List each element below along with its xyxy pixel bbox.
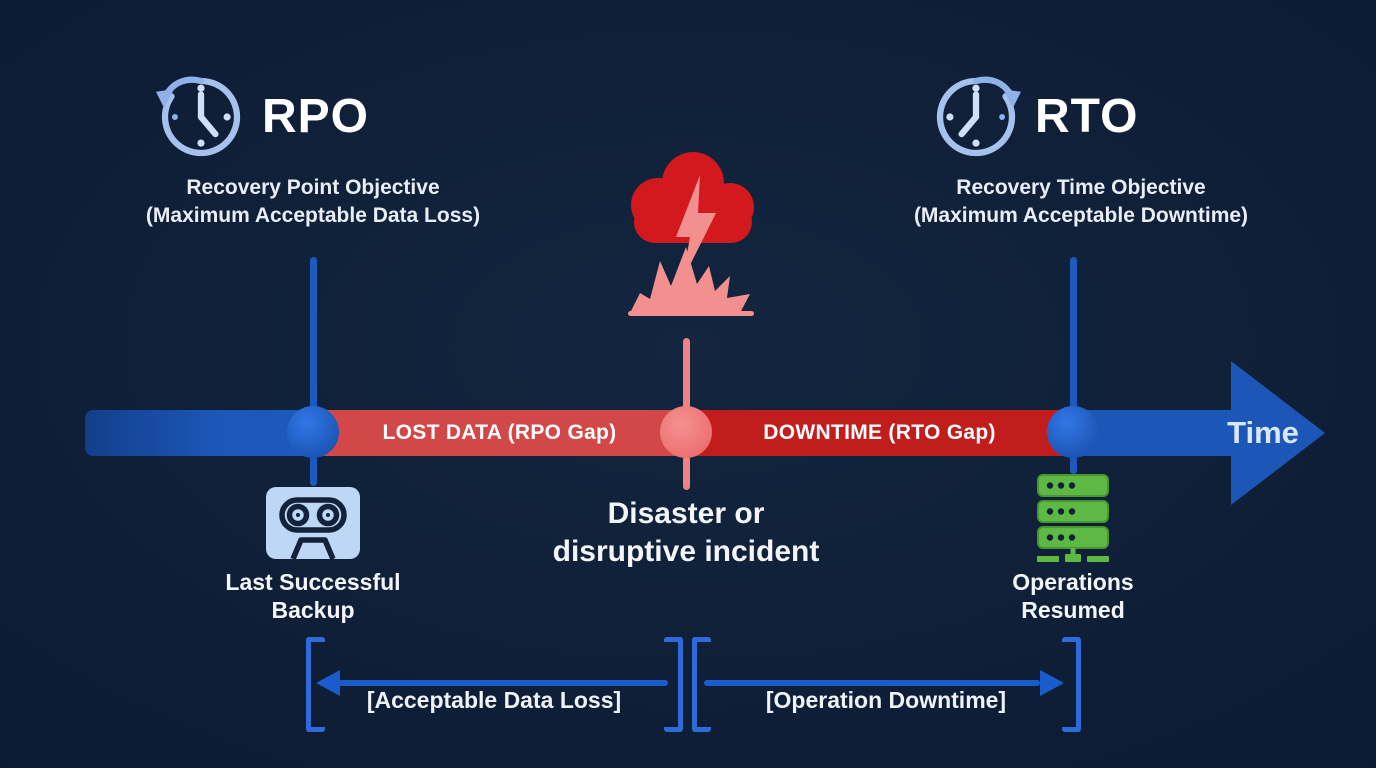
backup-tape-icon — [266, 487, 360, 560]
timeline-segment-lost-data: LOST DATA (RPO Gap) — [313, 410, 686, 456]
rto-connector-line-bottom — [1070, 456, 1077, 474]
backup-label: Last Successful Backup — [203, 568, 423, 624]
measure-bracket-backup — [306, 637, 325, 732]
rpo-connector-line-top — [310, 257, 317, 409]
rto-subtitle: Recovery Time Objective (Maximum Accepta… — [871, 174, 1291, 230]
clockwise-clock-icon — [936, 76, 1021, 157]
resumed-label-line2: Resumed — [1021, 597, 1125, 623]
rpo-connector-line-bottom — [310, 456, 317, 486]
downtime-label: DOWNTIME (RTO Gap) — [763, 421, 996, 444]
backup-label-line2: Backup — [271, 597, 355, 623]
disaster-label: Disaster or disruptive incident — [521, 495, 851, 571]
time-arrowhead — [1231, 361, 1325, 505]
timeline-segment-after-recovery — [1073, 410, 1231, 456]
timeline-segment-downtime: DOWNTIME (RTO Gap) — [686, 410, 1073, 456]
operation-downtime-label: [Operation Downtime] — [765, 687, 1007, 713]
data-loss-arrow-line — [338, 680, 668, 686]
rto-title: RTO — [1035, 90, 1139, 143]
rto-subtitle-line1: Recovery Time Objective — [956, 176, 1206, 199]
data-loss-arrowhead — [316, 670, 340, 696]
recovery-node — [1047, 406, 1099, 458]
server-stack-icon — [1037, 474, 1109, 562]
lost-data-label: LOST DATA (RPO Gap) — [382, 421, 617, 444]
measure-bracket-disaster-right — [692, 637, 711, 732]
resumed-label-line1: Operations — [1012, 569, 1134, 595]
backup-node — [287, 406, 339, 458]
rpo-subtitle-line2: (Maximum Acceptable Data Loss) — [145, 204, 481, 227]
rpo-subtitle: Recovery Point Objective (Maximum Accept… — [103, 174, 523, 230]
storm-cloud-lightning-icon — [628, 152, 754, 316]
time-label: Time — [1227, 415, 1299, 450]
measure-bracket-recovery — [1062, 637, 1081, 732]
acceptable-data-loss-label: [Acceptable Data Loss] — [366, 687, 622, 713]
resumed-label: Operations Resumed — [983, 568, 1163, 624]
backup-label-line1: Last Successful — [225, 569, 401, 595]
disaster-connector-line-bottom — [683, 456, 690, 490]
downtime-arrowhead — [1040, 670, 1064, 696]
disaster-label-line2: disruptive incident — [552, 535, 820, 568]
measure-bracket-disaster-left — [664, 637, 683, 732]
disaster-label-line1: Disaster or — [607, 497, 765, 530]
timeline-segment-before-backup — [85, 410, 313, 456]
rto-subtitle-line2: (Maximum Acceptable Downtime) — [913, 204, 1249, 227]
history-clock-icon — [156, 76, 241, 157]
rto-connector-line-top — [1070, 257, 1077, 409]
disaster-node — [660, 406, 712, 458]
downtime-arrow-line — [704, 680, 1040, 686]
rpo-subtitle-line1: Recovery Point Objective — [186, 176, 440, 199]
rpo-title: RPO — [262, 90, 370, 143]
disaster-connector-line-top — [683, 338, 690, 410]
